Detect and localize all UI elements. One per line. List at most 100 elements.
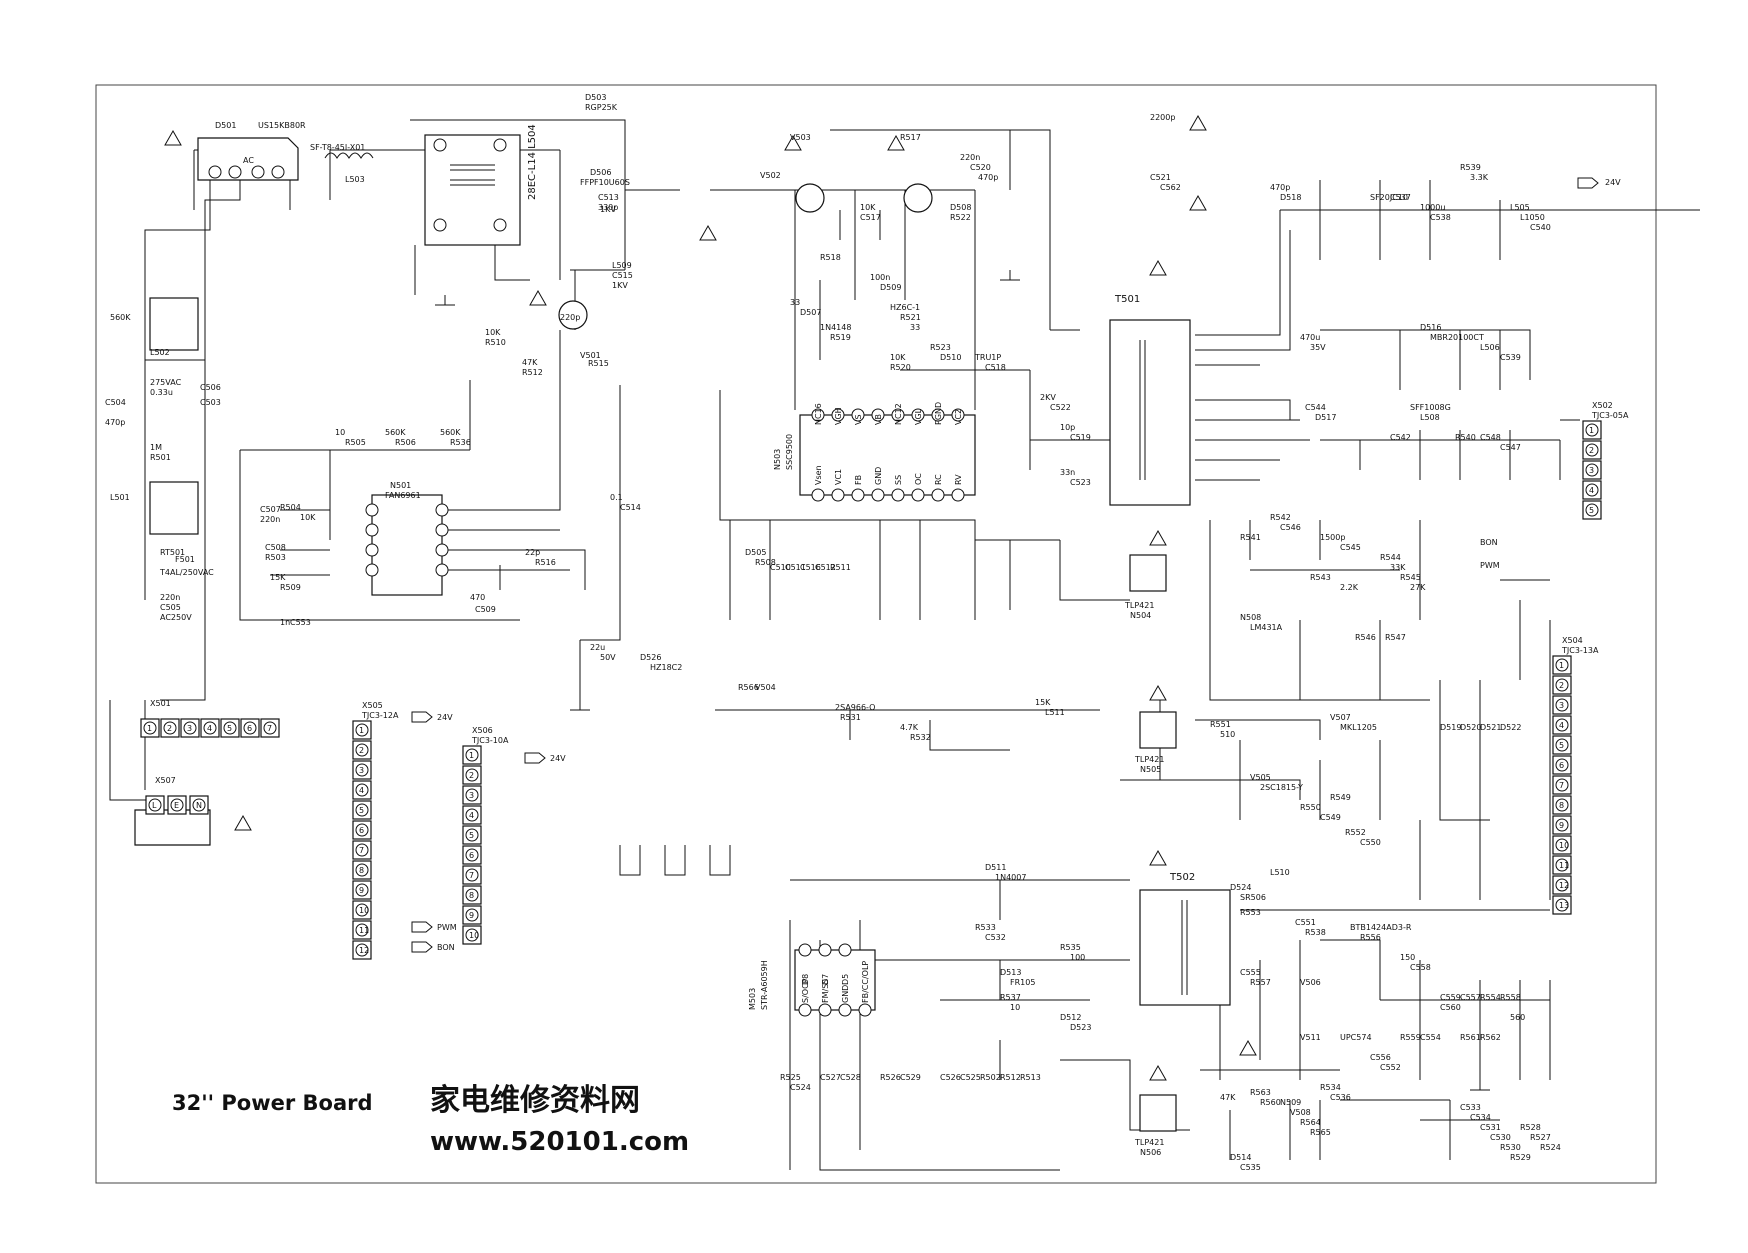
component-label: R556	[1360, 933, 1381, 942]
component-label: 2200p	[1150, 113, 1175, 122]
component-label: 0.1	[610, 493, 623, 502]
connector-pin	[355, 843, 369, 857]
component-label: 10	[1010, 1003, 1020, 1012]
component-label: L502	[150, 348, 170, 357]
n503-ref: N503	[773, 449, 782, 470]
component-label: C514	[620, 503, 641, 512]
net-flag-label: BON	[437, 943, 455, 952]
component-label: 560K	[440, 428, 461, 437]
component-label: 330p	[598, 203, 618, 212]
component-label: V506	[1300, 978, 1321, 987]
component-label: R513	[1020, 1073, 1041, 1082]
component-label: 560K	[385, 428, 406, 437]
connector-pin	[192, 798, 206, 812]
net-flag	[411, 921, 433, 933]
component-label: R558	[1500, 993, 1521, 1002]
ic-pin	[818, 1003, 832, 1017]
connector-pin-number: 7	[469, 871, 474, 880]
net-flag-label: PWM	[437, 923, 457, 932]
connector-pin-number: 6	[359, 826, 364, 835]
component-label: C550	[1360, 838, 1381, 847]
component-label: 4.7K	[900, 723, 919, 732]
component-label: C542	[1390, 433, 1411, 442]
connector-pin-number: 1	[359, 726, 364, 735]
component-label: R516	[535, 558, 556, 567]
n501-part: FAN6961	[385, 491, 421, 500]
warning-icons	[164, 114, 1257, 1081]
component-label: C552	[1380, 1063, 1401, 1072]
ic-pin	[838, 943, 852, 957]
component-label: C522	[1050, 403, 1071, 412]
component-label: R511	[830, 563, 851, 572]
component-label: R503	[265, 553, 286, 562]
ic-pin-name: VC1	[834, 469, 843, 485]
component-label: HZ6C-1	[890, 303, 920, 312]
component-label: FR105	[1010, 978, 1035, 987]
component-label: L506	[1480, 343, 1500, 352]
component-label: C517	[860, 213, 881, 222]
component-label: 470p	[1270, 183, 1290, 192]
component-label: C559	[1440, 993, 1461, 1002]
component-label: 0.33u	[150, 388, 173, 397]
ic-pin-name: GND	[841, 985, 850, 1003]
connector-pin	[1555, 698, 1569, 712]
connector-pin-number: 3	[469, 791, 474, 800]
ic-pin	[811, 408, 825, 422]
component-label: 470	[470, 593, 485, 602]
component-label: R520	[890, 363, 911, 372]
ic-pin	[838, 1003, 852, 1017]
component-label: R536	[450, 438, 471, 447]
net-flag	[411, 941, 433, 953]
component-label: R541	[1240, 533, 1261, 542]
component-label: R566	[738, 683, 759, 692]
component-label: C540	[1530, 223, 1551, 232]
connector-pin	[465, 828, 479, 842]
connector-pin-number: 7	[359, 846, 364, 855]
connector-ref: X502	[1592, 401, 1613, 410]
component-label: R531	[840, 713, 861, 722]
component-label: C505	[160, 603, 181, 612]
component-label: C560	[1440, 1003, 1461, 1012]
component-label: C558	[1410, 963, 1431, 972]
component-label: C534	[1470, 1113, 1491, 1122]
connector-pin	[1555, 778, 1569, 792]
connector-pin	[465, 808, 479, 822]
component-label: D523	[1070, 1023, 1091, 1032]
n501-ref: N501	[390, 481, 411, 490]
connector-pin-number: 12	[1559, 881, 1569, 890]
component-label: C546	[1280, 523, 1301, 532]
component-label: R539	[1460, 163, 1481, 172]
connector-pin	[355, 743, 369, 757]
ic-pin-name: S/OCP	[801, 978, 810, 1003]
connector-pin-number: 2	[1559, 681, 1564, 690]
component-label: R559	[1400, 1033, 1421, 1042]
component-label: L1050	[1520, 213, 1545, 222]
ic-pin	[911, 488, 925, 502]
component-label: D505	[745, 548, 766, 557]
component-label: 510	[1220, 730, 1235, 739]
bon-net-label: BON	[1480, 538, 1498, 547]
ic-pin-name: D8	[801, 974, 810, 985]
connector-pin	[1555, 898, 1569, 912]
ic-pin-name: NC16	[814, 403, 823, 425]
connector-pin	[1555, 738, 1569, 752]
component-label: C555	[1240, 968, 1261, 977]
component-label: C537	[1390, 193, 1411, 202]
component-label: C523	[1070, 478, 1091, 487]
component-label: 15K	[1035, 698, 1051, 707]
component-label: R517	[900, 133, 921, 142]
ic-pin	[831, 488, 845, 502]
component-label: D503	[585, 93, 606, 102]
connector-pin	[183, 721, 197, 735]
component-label: 560K	[110, 313, 131, 322]
component-label: C551	[1295, 918, 1316, 927]
component-label: C556	[1370, 1053, 1391, 1062]
component-label: D512	[1060, 1013, 1081, 1022]
ac-label: AC	[243, 156, 254, 165]
component-label: R546	[1355, 633, 1376, 642]
connector-pin-number: 7	[267, 724, 272, 733]
net-flag-label: 24V	[437, 713, 453, 722]
component-label: V502	[760, 171, 781, 180]
connector-pin-number: 3	[1559, 701, 1564, 710]
